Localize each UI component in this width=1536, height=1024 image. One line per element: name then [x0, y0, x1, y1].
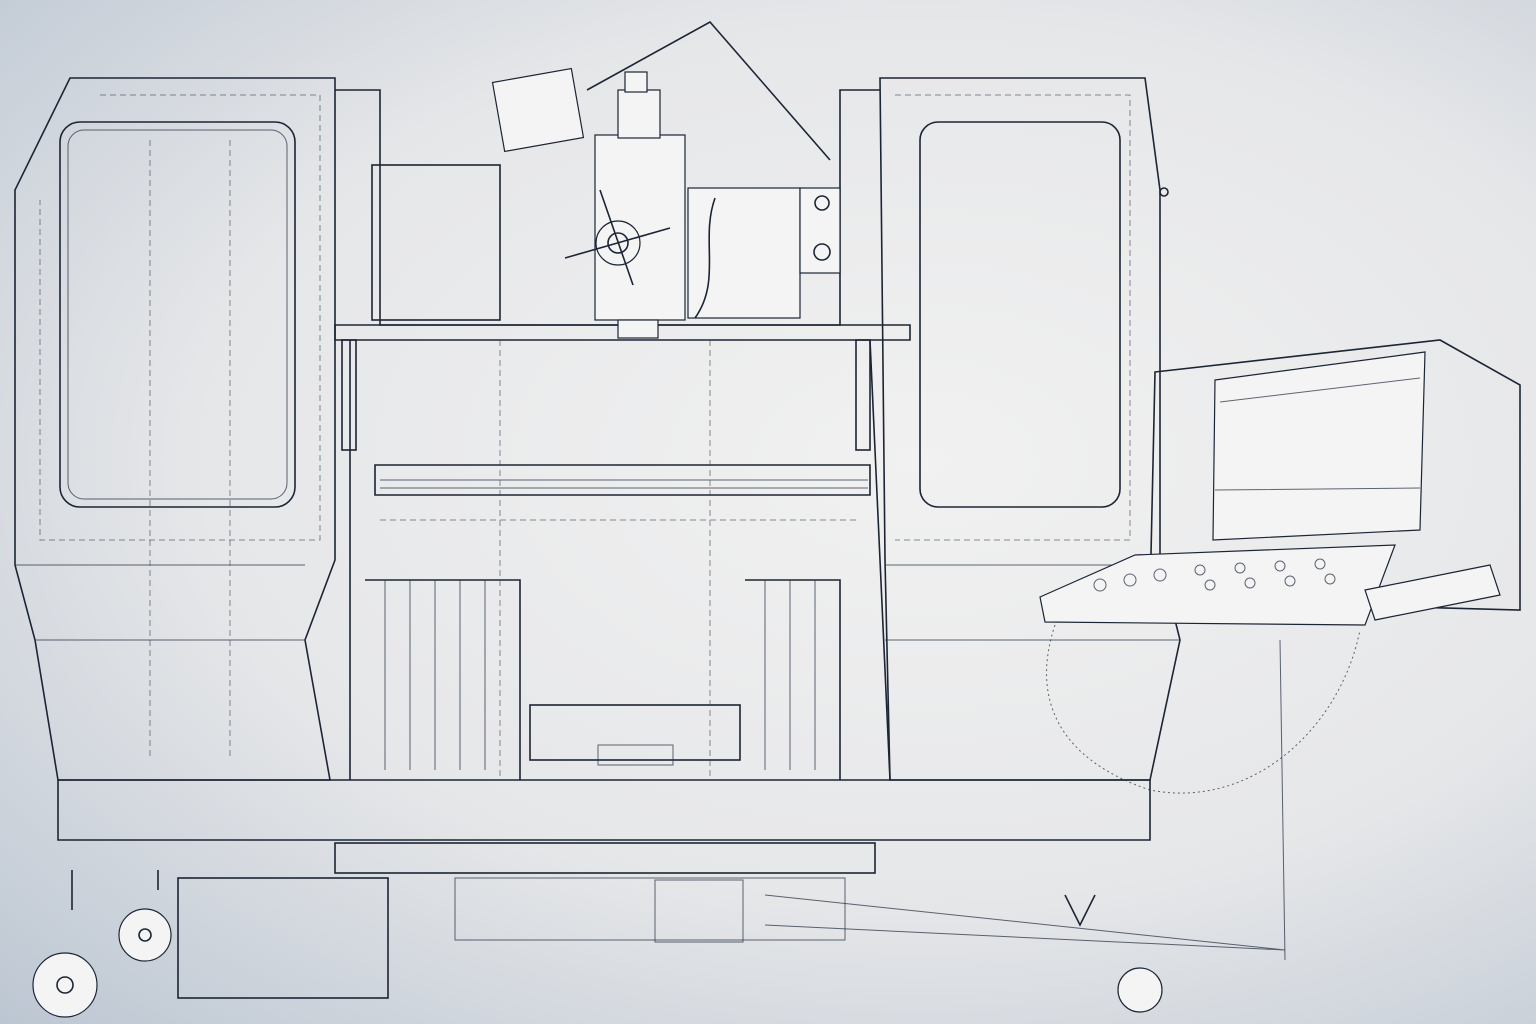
center-frame: [334, 89, 911, 781]
left-enclosure: [14, 77, 336, 781]
machine-base: [32, 779, 1286, 1018]
spindle-head: [491, 20, 841, 339]
control-panel: [1039, 339, 1521, 961]
right-enclosure: [879, 77, 1181, 781]
